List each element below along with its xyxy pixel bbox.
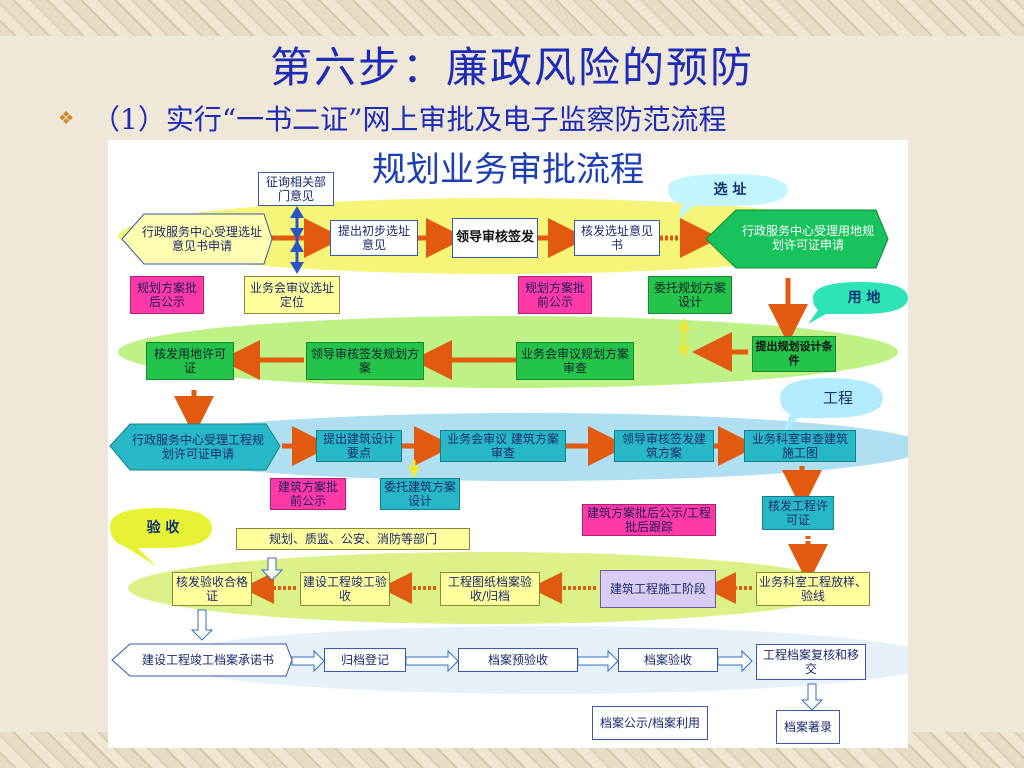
- box-arch-pre-publicity: 建筑方案批前公示: [270, 478, 346, 510]
- hollow-arrow: [291, 649, 325, 673]
- box-archive-acceptance: 档案验收: [618, 648, 718, 672]
- box-land-apply: 行政服务中心受理用地规划许可证申请: [741, 224, 874, 252]
- box-leader-sign-1: 领导审核签发: [452, 218, 538, 258]
- hex-site-apply: [121, 213, 273, 265]
- box-archive-publicity: 档案公示/档案利用: [592, 706, 708, 740]
- hollow-arrow: [717, 649, 753, 673]
- bubble-site: [668, 174, 788, 220]
- arrow-head: [290, 262, 304, 274]
- box-arch-post-publicity: 建筑方案批后公示/工程批后跟踪: [582, 504, 716, 536]
- box-issue-land-cert: 核发用地许可证: [146, 342, 234, 380]
- box-arch-review: 业务会审议 建筑方案审查: [440, 430, 566, 462]
- box-acceptance-cert: 核发验收合格证: [172, 572, 252, 606]
- box-archive-review-transfer: 工程档案复核和移交: [756, 644, 866, 680]
- box-archive-register: 归档登记: [324, 648, 406, 672]
- slide-top-border: [0, 0, 1024, 36]
- stage-accept-label: 验 收: [146, 520, 180, 536]
- box-commission-arch: 委托建筑方案设计: [380, 478, 460, 510]
- box-project-apply: 行政服务中心受理工程规划许可证申请: [132, 433, 265, 461]
- bubble-accept: [110, 508, 212, 566]
- hollow-arrow: [190, 609, 214, 641]
- hollow-arrow: [577, 649, 619, 673]
- box-completion-acceptance: 建设工程竣工验收: [300, 572, 390, 606]
- flowchart-board: 规划业务审批流程 选 址 用 地 工程 验 收 征询相关部门意见 行政服务中心受…: [108, 140, 908, 748]
- box-consult-departments: 征询相关部门意见: [258, 172, 334, 206]
- box-design-points: 提出建筑设计要点: [316, 430, 402, 462]
- bubble-land: [808, 282, 908, 324]
- slide-title: 第六步：廉政风险的预防: [269, 43, 754, 92]
- hollow-arrow: [405, 649, 459, 673]
- box-plan-pre-publicity: 规划方案批前公示: [518, 276, 592, 314]
- box-construction-stage: 建筑工程施工阶段: [600, 570, 716, 608]
- stage-land-label: 用 地: [847, 290, 881, 306]
- arrow-head: [290, 206, 304, 218]
- bullet-diamond-icon: ❖: [58, 108, 75, 129]
- box-archive-catalog: 档案著录: [776, 710, 840, 744]
- slide-subtitle: （1）实行“一书二证”网上审批及电子监察防范流程: [92, 103, 727, 136]
- box-issue-site-cert: 核发选址意见书: [574, 220, 660, 256]
- box-initial-site: 提出初步选址意见: [330, 220, 418, 256]
- arrow-head: [678, 346, 690, 358]
- box-archive-commitment: 建设工程竣工档案承诺书: [141, 653, 274, 667]
- hex-land-apply: [705, 209, 889, 269]
- box-plan-review: 业务会审议规划方案审查: [516, 342, 634, 380]
- stage-project-label: 工程: [822, 388, 853, 407]
- arrow-head: [290, 240, 304, 252]
- box-drawing-archive: 工程图纸档案验收/归档: [440, 572, 540, 606]
- hex-project-apply: [109, 423, 281, 471]
- arrow-head: [408, 466, 420, 478]
- box-leader-sign-plan: 领导审核签发规划方案: [306, 342, 424, 380]
- diagram-title: 规划业务审批流程: [372, 150, 644, 190]
- box-construction-drawing-review: 业务科室审查建筑施工图: [744, 430, 856, 462]
- box-issue-project-cert: 核发工程许可证: [762, 496, 834, 530]
- box-plan-post-publicity: 规划方案批后公示: [130, 276, 204, 314]
- arrow-head: [290, 228, 304, 240]
- hollow-arrow: [260, 557, 284, 581]
- box-commission-plan: 委托规划方案设计: [648, 276, 732, 314]
- hollow-arrow: [800, 683, 824, 711]
- hex-archive-apply: [111, 643, 293, 677]
- box-archive-pre-acceptance: 档案预验收: [458, 648, 578, 672]
- box-site-apply: 行政服务中心受理选址意见书申请: [142, 225, 263, 253]
- box-leader-sign-arch: 领导审核签发建筑方案: [614, 430, 714, 462]
- bubble-project: [780, 378, 883, 432]
- box-site-review: 业务会审议选址定位: [244, 276, 340, 314]
- arrow-head: [678, 318, 690, 330]
- box-layout-check: 业务科室工程放样、验线: [756, 572, 870, 606]
- box-design-conditions: 提出规划设计条件: [752, 336, 836, 372]
- stage-site-label: 选 址: [713, 182, 747, 198]
- box-inspection-departments: 规划、质监、公安、消防等部门: [236, 528, 470, 550]
